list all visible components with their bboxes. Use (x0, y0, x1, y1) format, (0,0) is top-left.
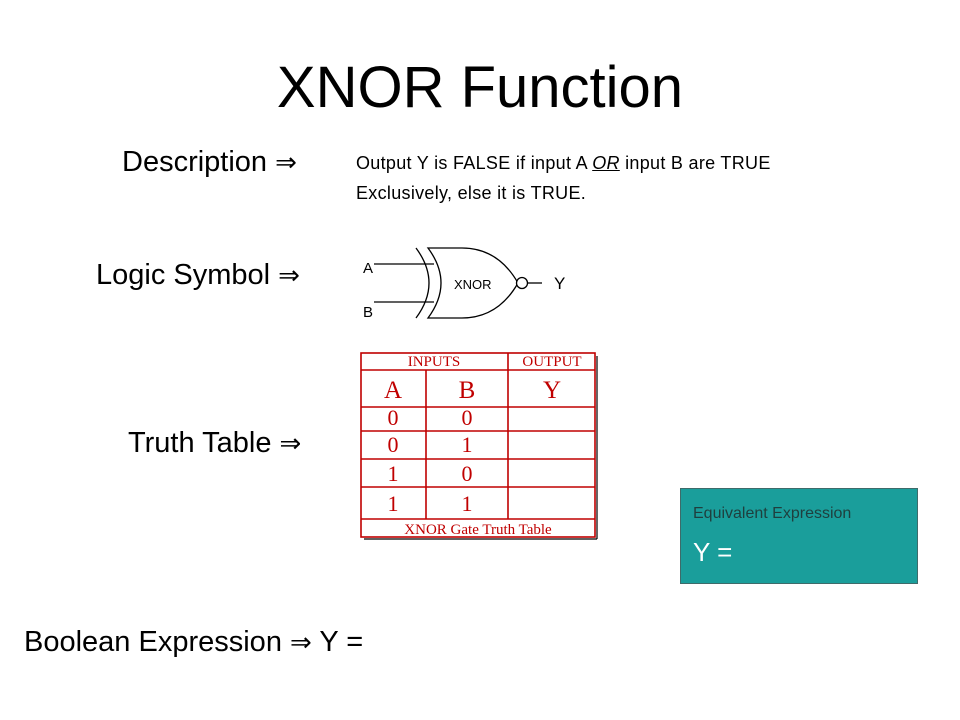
truth-table: INPUTS OUTPUT A B Y 0 0 0 1 1 0 1 1 XNOR… (360, 352, 598, 540)
description-text: Output Y is FALSE if input A OR input B … (356, 148, 771, 208)
implies-arrow-icon: ⇒ (279, 429, 302, 459)
implies-arrow-icon: ⇒ (290, 628, 312, 658)
table-cell: 0 (388, 405, 399, 430)
implies-arrow-icon: ⇒ (275, 148, 297, 178)
logic-symbol-label-row: Logic Symbol ⇒ (96, 257, 300, 294)
description-line-1: Output Y is FALSE if input A OR input B … (356, 148, 771, 178)
description-label-row: Description ⇒ (122, 144, 297, 181)
implies-arrow-icon: ⇒ (278, 261, 300, 291)
table-cell: 0 (388, 432, 399, 457)
truth-table-shadow (364, 356, 598, 540)
column-header-y: Y (543, 377, 561, 404)
xnor-gate-symbol: A B XNOR Y (363, 247, 565, 321)
truth-table-caption: XNOR Gate Truth Table (404, 522, 552, 538)
xor-extra-arc (415, 247, 430, 319)
boolean-expression-row: Boolean Expression ⇒ Y = (24, 624, 363, 661)
equivalent-expression-box: Equivalent Expression Y = (680, 488, 918, 584)
column-header-b: B (459, 377, 476, 404)
equivalent-expression-caption: Equivalent Expression (693, 505, 852, 522)
table-cell: 0 (462, 405, 473, 430)
boolean-expression-label: Boolean Expression (24, 626, 282, 658)
description-emphasis: OR (592, 153, 620, 173)
truth-table-grid (360, 352, 596, 538)
logic-symbol-label: Logic Symbol (96, 259, 271, 291)
column-header-a: A (384, 377, 402, 404)
description-line-1-end: input B are TRUE (619, 153, 771, 173)
table-cell: 0 (462, 461, 473, 486)
input-b-label: B (363, 304, 373, 321)
description-line-1-start: Output Y is FALSE if input A (356, 153, 593, 173)
table-cell: 1 (388, 491, 399, 516)
equivalent-expression-value: Y = (693, 537, 733, 567)
description-line-2: Exclusively, else it is TRUE. (356, 183, 587, 203)
gate-body (426, 247, 519, 319)
description-label: Description (122, 146, 268, 178)
table-cell: 1 (462, 432, 473, 457)
boolean-expression-value: Y = (319, 626, 364, 658)
truth-table-label-row: Truth Table ⇒ (128, 425, 301, 462)
inversion-bubble (515, 276, 529, 290)
output-header: OUTPUT (522, 354, 581, 370)
table-cell: 1 (388, 461, 399, 486)
table-cell: 1 (462, 491, 473, 516)
inputs-header: INPUTS (408, 354, 461, 370)
truth-table-label: Truth Table (128, 427, 272, 459)
input-a-label: A (363, 260, 373, 277)
page-title: XNOR Function (276, 55, 684, 120)
output-y-label: Y (554, 274, 565, 293)
gate-name-label: XNOR (454, 277, 492, 292)
